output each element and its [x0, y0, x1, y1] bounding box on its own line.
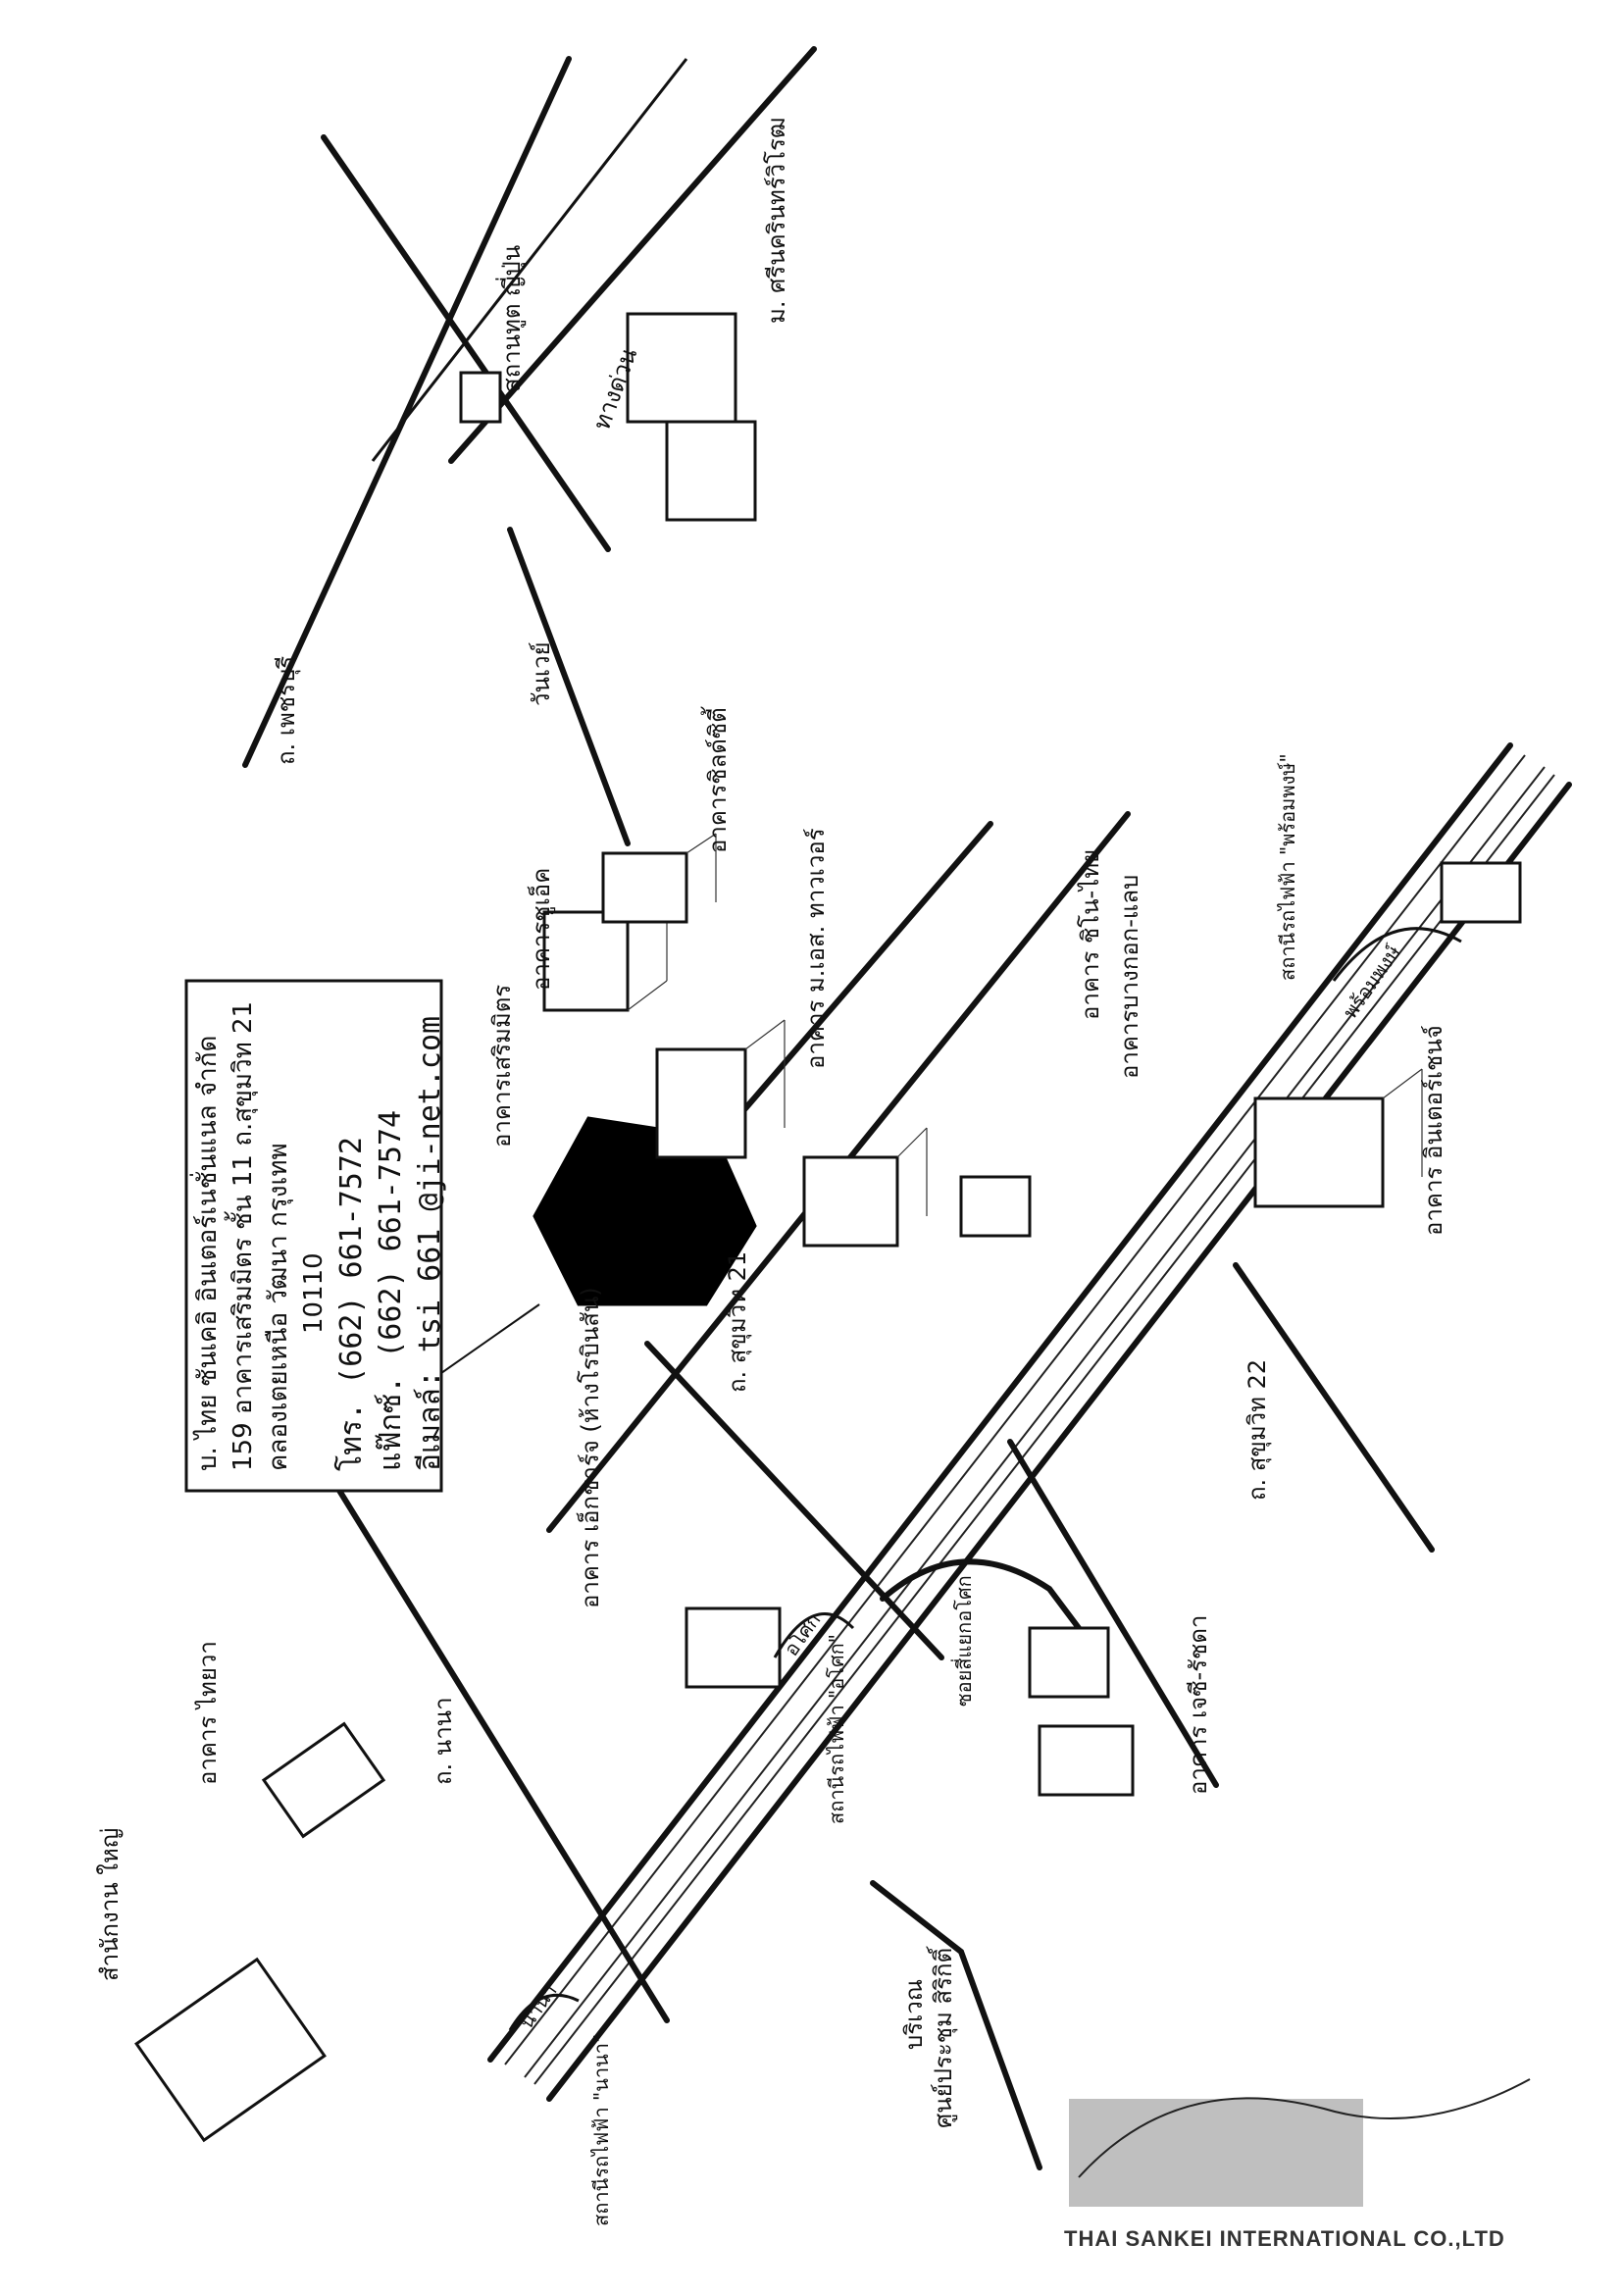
label-ms-tower: อาคาร ม.เอส. ทาวเวอร์ — [802, 828, 830, 1069]
label-bts-nana-sign: นานา — [514, 1979, 561, 2033]
label-queen-sirikit-area: บริเวณ — [900, 1979, 928, 2050]
asok-station-icon — [773, 1611, 855, 1658]
label-shell: อาคารชิลด์ซิตี้ — [700, 706, 732, 853]
label-serm-mit: อาคารเสริมมิตร — [488, 985, 516, 1147]
label-sukhumvit-21: ถ. สุขุมวิท 21 — [724, 1251, 752, 1393]
label-one-way: วันเวย์ — [528, 641, 555, 706]
tsi-logo-icon — [1069, 2099, 1363, 2207]
building-ms-tower — [655, 1019, 786, 1159]
one-way-road — [507, 527, 631, 846]
label-grand: อาคาร เอ็กชาร์จ (ห้างโรบินสัน) — [576, 1287, 604, 1608]
nana-road — [330, 1478, 670, 2023]
label-asok-intersection: ซอยสี่แยกอโศก — [950, 1575, 976, 1707]
label-jc: อาคาร เจซี-รัชดา — [1185, 1615, 1212, 1795]
map-labels: อาคารเสริมมิตร อาคารชูเอ็ค อาคารชิลด์ซิต… — [96, 117, 1447, 2226]
building-thai-wah — [134, 1721, 386, 2143]
company-postcode: 10110 — [299, 1252, 329, 1334]
company-info-box: บ. ไทย ซันเคอิ อินเตอร์เนชั่นแนล จำกัด 1… — [184, 979, 540, 1493]
queen-sirikit-outline — [870, 1880, 1042, 2170]
expressway-edge-b — [448, 46, 817, 464]
label-chu-ouk: อาคารชูเอ็ค — [527, 868, 556, 991]
company-name: บ. ไทย ซันเคอิ อินเตอร์เนชั่นแนล จำกัด — [189, 1036, 223, 1471]
target-building-icon — [533, 1116, 757, 1306]
building-jc — [1028, 1626, 1135, 1797]
building-interchange — [1253, 1068, 1423, 1208]
bts-stations — [508, 927, 1462, 2031]
label-nana-rd: ถ. นานา — [430, 1697, 457, 1785]
label-sino-thai: อาคาร ชิโน-ไทย — [1077, 849, 1104, 1020]
company-address-1: 159 อาคารเสริมมิตร ชั้น 11 ถ.สุขุมวิท 21 — [224, 1001, 258, 1471]
label-queen-sirikit: ศูนย์ประชุม สิริกิติ์ — [926, 1946, 958, 2128]
side-road-b — [644, 1341, 944, 1660]
label-bts-nana: สถานีรถไฟฟ้า "นานา" — [589, 2034, 613, 2226]
buildings — [134, 312, 1522, 2143]
building-sino-thai — [959, 1175, 1032, 1238]
petchburi-road-edge-a — [242, 56, 572, 768]
label-embassy: สถานทูต ญี่ปุ่น — [495, 245, 527, 392]
company-box-frame — [184, 979, 443, 1493]
company-email: อีเมลล์: tsi 661 @ji-net.com — [413, 1016, 447, 1471]
company-address-2: คลองเตยเหนือ วัฒนา กรุงเทพ — [264, 1143, 293, 1471]
nana-station-icon — [508, 1993, 580, 2031]
sukhumvit-road-edge-a — [487, 742, 1513, 2063]
building-chu-ouk — [542, 882, 668, 1012]
building-embassy — [459, 312, 757, 522]
label-bts-phrom-phong: สถานีรถไฟฟ้า "พร้อมพงษ์" — [1276, 753, 1299, 981]
label-sukhumvit-22: ถ. สุขุมวิท 22 — [1243, 1359, 1272, 1501]
label-bts-asok: สถานีรถไฟฟ้า "อโศก" — [825, 1634, 848, 1824]
company-fax: แฟ๊กซ์. (662) 661-7574 — [374, 1110, 408, 1471]
sukhumvit-road-edge-b — [546, 782, 1572, 2102]
label-petchburi: ถ. เพชรบุรี — [273, 656, 301, 765]
bts-rail-b — [524, 766, 1546, 2078]
label-interchange: อาคาร อินเตอร์เชนจ์ — [1420, 1025, 1447, 1236]
label-srinakharinwirot: ม. ศรีนครินทร์วิโรฒ — [763, 117, 790, 324]
logo-company-name: THAI SANKEI INTERNATIONAL CO.,LTD — [1064, 2226, 1505, 2251]
company-tel: โทร. (662) 661-7572 — [333, 1137, 369, 1471]
bts-rail-c — [533, 774, 1555, 2085]
company-logo: THAI SANKEI INTERNATIONAL CO.,LTD — [1064, 2078, 1531, 2251]
expressway-ramp — [371, 58, 688, 462]
building-bangkok-lab — [802, 1127, 928, 1248]
label-head-office: สำนักงาน ใหญ่ — [96, 1828, 124, 1981]
signature-icon — [1078, 2078, 1531, 2178]
side-road-a — [1233, 1262, 1435, 1553]
asok-curve — [880, 1558, 1082, 1631]
bts-rail-a — [504, 754, 1526, 2065]
sukhumvit-22-road — [1007, 1439, 1219, 1788]
label-bangkok-lab: อาคารบางกอก-แลบ — [1116, 875, 1143, 1079]
label-thai-wah: อาคาร ไทยวา — [194, 1641, 222, 1785]
building-phrom-phong-area — [1440, 861, 1522, 924]
phrom-phong-station-icon — [1332, 927, 1462, 982]
building-shell — [601, 833, 717, 924]
building-grand — [685, 1606, 782, 1689]
